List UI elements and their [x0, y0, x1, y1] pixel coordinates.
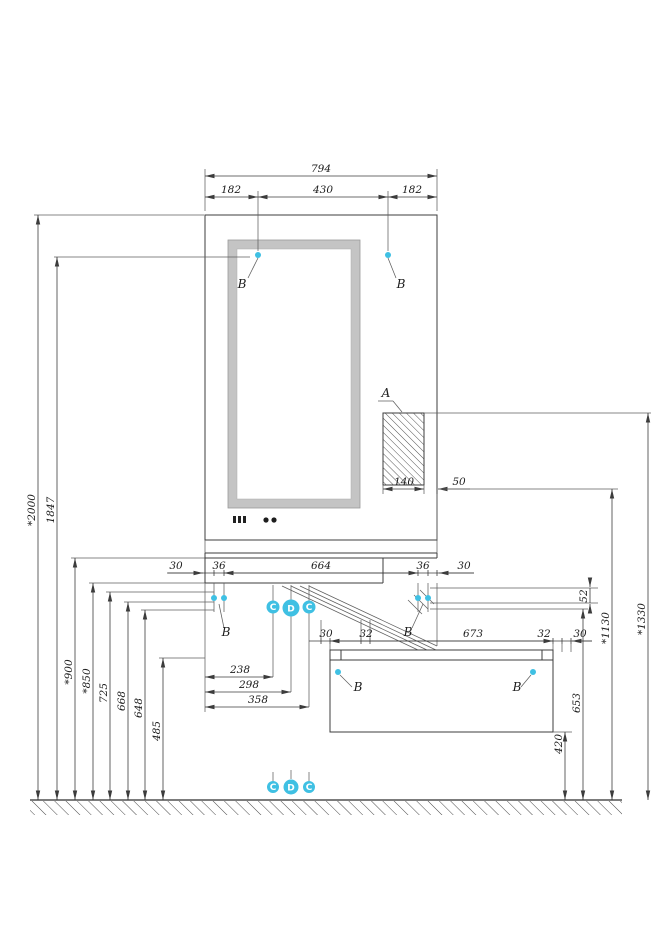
mirror-glass	[236, 248, 352, 500]
dim-r-1330: *1330	[636, 603, 648, 635]
dim-row-30-right: 30	[457, 560, 471, 572]
mirror-mount-point-right	[385, 252, 391, 258]
wall-section-a: A 140 50	[378, 386, 470, 541]
dim-h1847: 1847	[45, 496, 57, 523]
dim-h648: 648	[133, 698, 145, 718]
dim-h725: 725	[98, 683, 110, 703]
label-d: D	[287, 784, 294, 794]
service-points-floor: C D C	[267, 770, 315, 795]
ground-line	[30, 799, 622, 815]
dim-h485: 485	[151, 721, 163, 742]
left-dimensions: *2000 1847 *900 *850 725 668 648 485	[26, 214, 250, 800]
cabinet-dimension-row: 30 32 673 32 30	[309, 620, 592, 652]
mount-label-b: B	[353, 680, 363, 694]
cabinet-mount-point-right	[530, 669, 536, 675]
point-c-marker	[267, 781, 279, 793]
touch-switch-icon	[233, 516, 246, 523]
mirror-mount-point-left	[255, 252, 261, 258]
dim-row-36-left: 36	[212, 560, 226, 572]
dim-r-1130: *1130	[600, 612, 612, 644]
dim-mid-32: 32	[359, 628, 373, 640]
dim-off-238: 238	[229, 664, 250, 676]
mount-label-b: B	[512, 680, 522, 694]
point-d-marker	[283, 779, 299, 795]
point-c-marker	[266, 600, 280, 614]
worktop-mount-point	[221, 595, 227, 601]
dim-box-140: 140	[394, 476, 414, 488]
side-cabinet: B B	[329, 649, 554, 733]
hatched-wall-box	[382, 412, 425, 486]
offset-dimensions: 238 298 358	[205, 664, 309, 710]
dim-r-653: 653	[571, 693, 583, 713]
label-c: C	[306, 783, 313, 793]
dim-r-420: 420	[553, 734, 565, 755]
service-points-mid: C D C	[266, 585, 316, 707]
label-d: D	[287, 605, 294, 615]
dim-top-center: 430	[312, 184, 333, 196]
right-mount-hatch	[407, 589, 435, 615]
dim-r-52: 52	[578, 589, 590, 603]
dim-top-right: 182	[402, 184, 422, 196]
dim-mid-30: 30	[319, 628, 333, 640]
point-d-marker	[282, 599, 300, 617]
right-dimensions: 52 *1130 *1330 653 420	[424, 412, 651, 800]
dim-h850: *850	[81, 668, 93, 694]
dim-top-width: 794	[311, 163, 331, 175]
ground-hatch	[30, 801, 622, 815]
mirror-assembly: B B	[204, 191, 438, 541]
cabinet-body	[329, 649, 554, 733]
mirror-body	[204, 214, 438, 541]
dim-box-50: 50	[452, 476, 466, 488]
label-c: C	[270, 603, 277, 613]
dim-h668: 668	[116, 691, 128, 711]
cabinet-mount-point-left	[335, 669, 341, 675]
led-indicator-dots-icon	[263, 517, 277, 523]
label-a: A	[381, 386, 391, 400]
dim-off-298: 298	[238, 679, 259, 691]
top-dimensions: 794 182 430 182	[204, 163, 438, 211]
dim-cab-673: 673	[463, 628, 483, 640]
worktop-mount-point	[415, 595, 421, 601]
dim-h900: *900	[63, 659, 75, 685]
mount-row-dimensions: 30 36 664 36 30 B B	[167, 560, 474, 639]
dim-row-36-right: 36	[416, 560, 430, 572]
label-c: C	[306, 603, 313, 613]
dim-top-left: 182	[221, 184, 241, 196]
mount-label-b: B	[403, 625, 413, 639]
mount-label-b: B	[396, 277, 406, 291]
dim-cab-30: 30	[573, 628, 587, 640]
dim-row-664: 664	[311, 560, 331, 572]
mount-label-b: B	[237, 277, 247, 291]
dim-row-30-left: 30	[169, 560, 183, 572]
mount-label-b: B	[221, 625, 231, 639]
dim-h2000: *2000	[26, 494, 38, 526]
point-c-marker	[302, 600, 316, 614]
point-c-marker	[303, 781, 315, 793]
label-c: C	[270, 783, 277, 793]
dim-off-358: 358	[248, 694, 268, 706]
worktop-mount-point	[211, 595, 217, 601]
dim-cab-32: 32	[537, 628, 551, 640]
worktop-mount-point	[425, 595, 431, 601]
